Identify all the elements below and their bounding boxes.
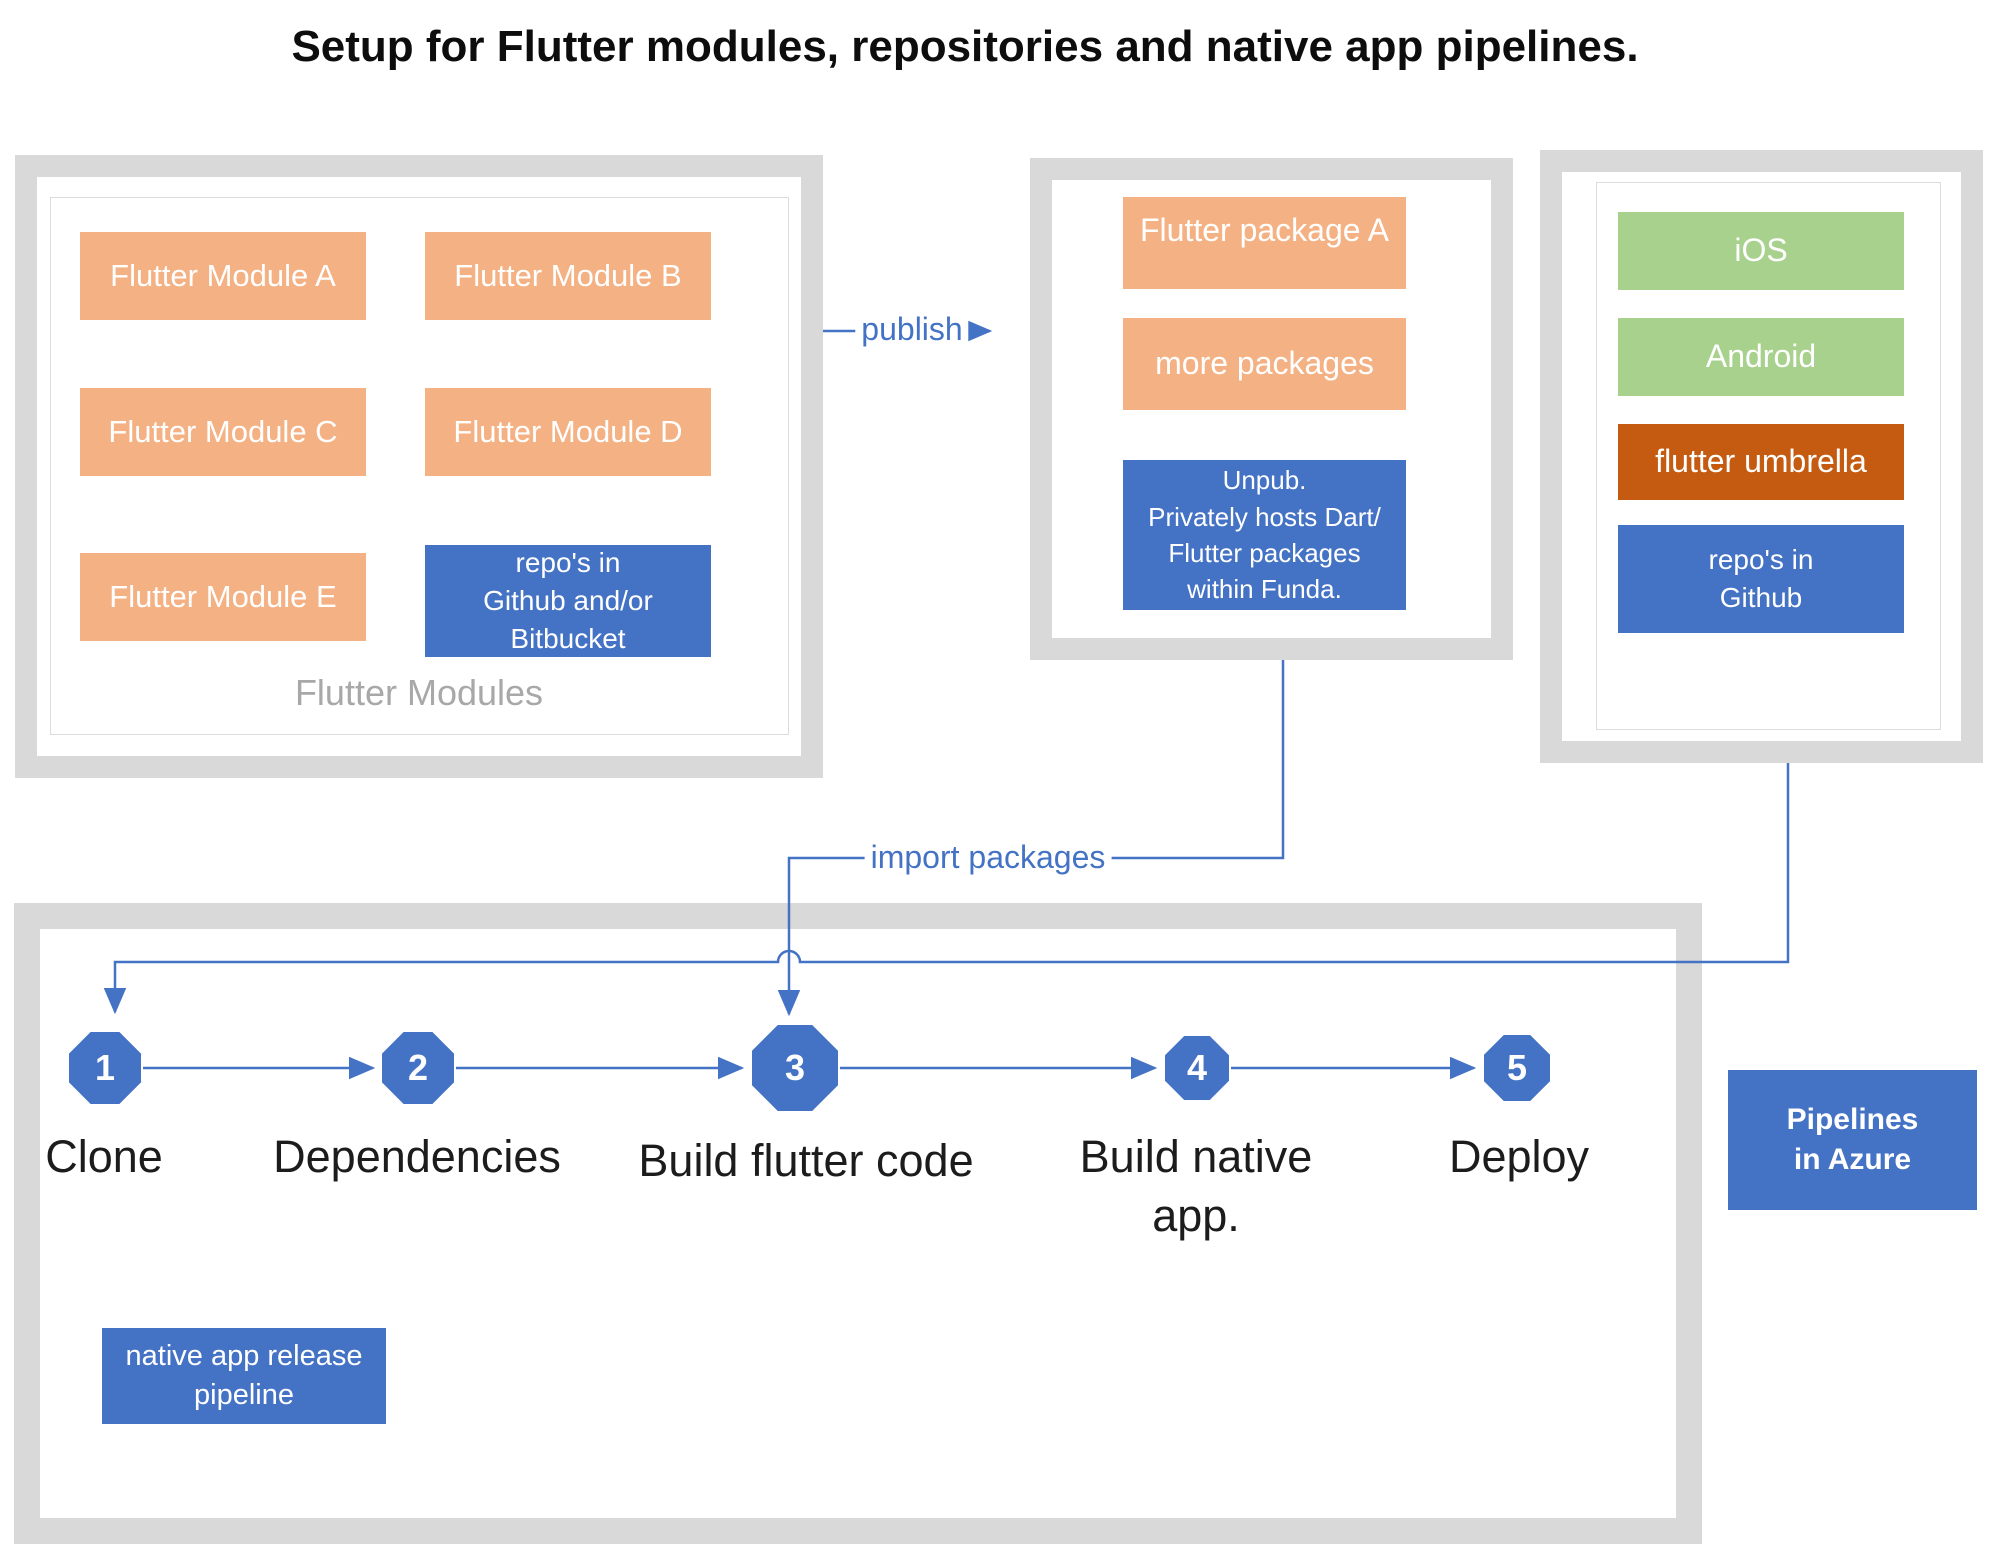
step-octagon-2: 2 [382,1032,454,1104]
step-octagon-1: 1 [69,1032,141,1104]
step-octagon-3: 3 [752,1025,838,1111]
node-flutter-module-e: Flutter Module E [80,553,366,641]
native-apps-inner-frame [1596,182,1941,730]
node-pipelines-in-azure: Pipelines in Azure [1728,1070,1977,1210]
flutter-modules-caption: Flutter Modules [294,672,544,713]
node-ios: iOS [1618,212,1904,290]
page-title: Setup for Flutter modules, repositories … [291,22,1639,71]
node-more-packages: more packages [1123,318,1406,410]
flutter-modules-inner-frame [50,197,789,735]
step-octagon-5: 5 [1484,1035,1550,1101]
node-native-app-release-pipeline: native app release pipeline [102,1328,386,1424]
step-label-deploy: Deploy [1448,1131,1590,1182]
step-label-dependencies: Dependencies [273,1131,561,1182]
step-number-5: 5 [1506,1047,1528,1088]
step-number-4: 4 [1186,1047,1208,1088]
step-number-2: 2 [407,1047,429,1088]
node-repos-github: repo's in Github [1618,525,1904,633]
import-packages-label: import packages [864,839,1112,876]
pipeline-group-frame [14,903,1702,1544]
node-unpub-host: Unpub. Privately hosts Dart/ Flutter pac… [1123,460,1406,610]
node-flutter-module-c: Flutter Module C [80,388,366,476]
node-android: Android [1618,318,1904,396]
step-label-build-flutter-code: Build flutter code [638,1135,974,1186]
step-number-1: 1 [94,1047,116,1088]
node-flutter-umbrella: flutter umbrella [1618,424,1904,500]
step-octagon-4: 4 [1165,1036,1229,1100]
node-flutter-package-a: Flutter package A [1123,197,1406,289]
node-repos-github-bitbucket: repo's in Github and/or Bitbucket [425,545,711,657]
step-label-clone: Clone [45,1131,163,1182]
node-flutter-module-b: Flutter Module B [425,232,711,320]
publish-label: publish [855,311,969,348]
node-flutter-module-a: Flutter Module A [80,232,366,320]
step-number-3: 3 [784,1047,806,1088]
node-flutter-module-d: Flutter Module D [425,388,711,476]
step-label-build-native-app: Build native app. [1079,1131,1313,1241]
